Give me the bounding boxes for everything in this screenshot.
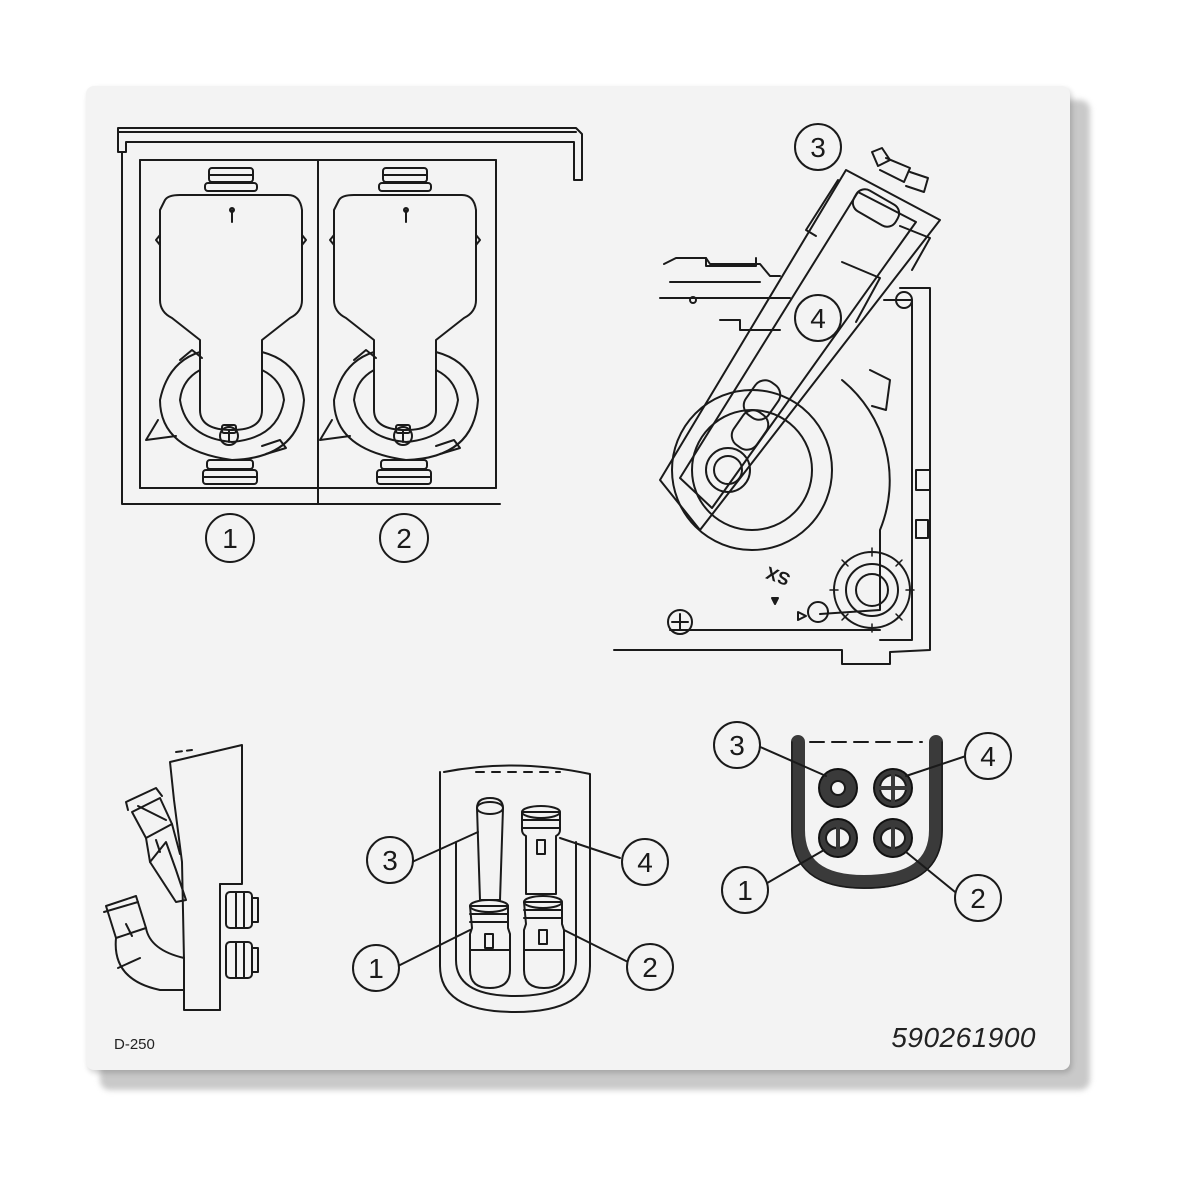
callout-number: 2 [396, 523, 412, 554]
side-view-illustration [103, 744, 259, 1011]
callout-group-top-left [205, 513, 429, 563]
callout-group-bottom-middle [352, 836, 674, 992]
callout-number: 4 [810, 303, 826, 334]
callout-number: 2 [970, 883, 986, 914]
callout-number: 3 [729, 730, 745, 761]
document-code: D-250 [114, 1036, 155, 1053]
callout-number: 3 [810, 132, 826, 163]
callout-number: 3 [382, 845, 398, 876]
callout-number: 1 [368, 953, 384, 984]
dispenser-pair-illustration [117, 127, 583, 505]
embossed-sx-label: SX [763, 562, 792, 589]
port-layout-illustration [757, 735, 967, 897]
callout-group-top-right [794, 123, 842, 342]
callout-number: 1 [737, 875, 753, 906]
callout-group-bottom-right [713, 721, 1012, 922]
instruction-card [86, 86, 1070, 1070]
callout-number: 1 [222, 523, 238, 554]
callout-number: 4 [980, 741, 996, 772]
connector-tubes-illustration [397, 764, 629, 1013]
callout-number: 2 [642, 952, 658, 983]
part-number: 590261900 [891, 1022, 1036, 1053]
pump-arm-illustration [613, 147, 941, 665]
callout-number: 4 [637, 847, 653, 878]
